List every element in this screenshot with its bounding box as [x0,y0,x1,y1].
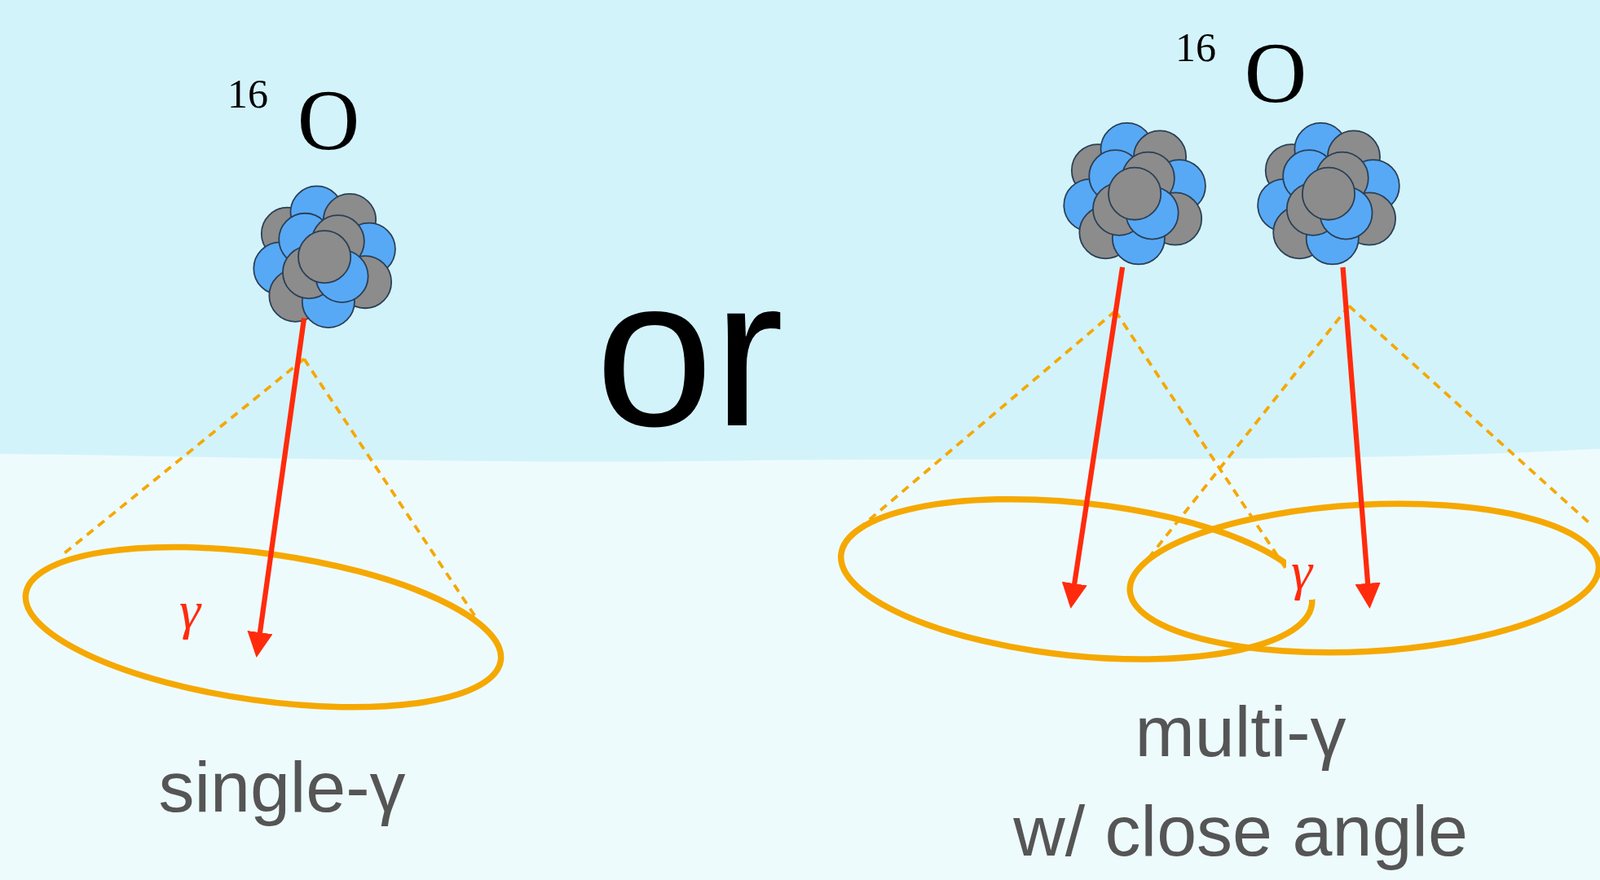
or-word: or [595,246,784,459]
case-label: w/ close angle [1013,795,1468,868]
mass-number: 16 [227,73,269,115]
element-symbol: O [1244,30,1308,117]
case-label: multi-γ [1134,696,1346,768]
gamma-symbol: γ [1286,542,1318,600]
gamma-symbol: γ [174,581,206,640]
mass-number: 16 [1175,26,1217,68]
element-symbol: O [297,77,361,164]
case-label: single-γ [158,751,406,824]
